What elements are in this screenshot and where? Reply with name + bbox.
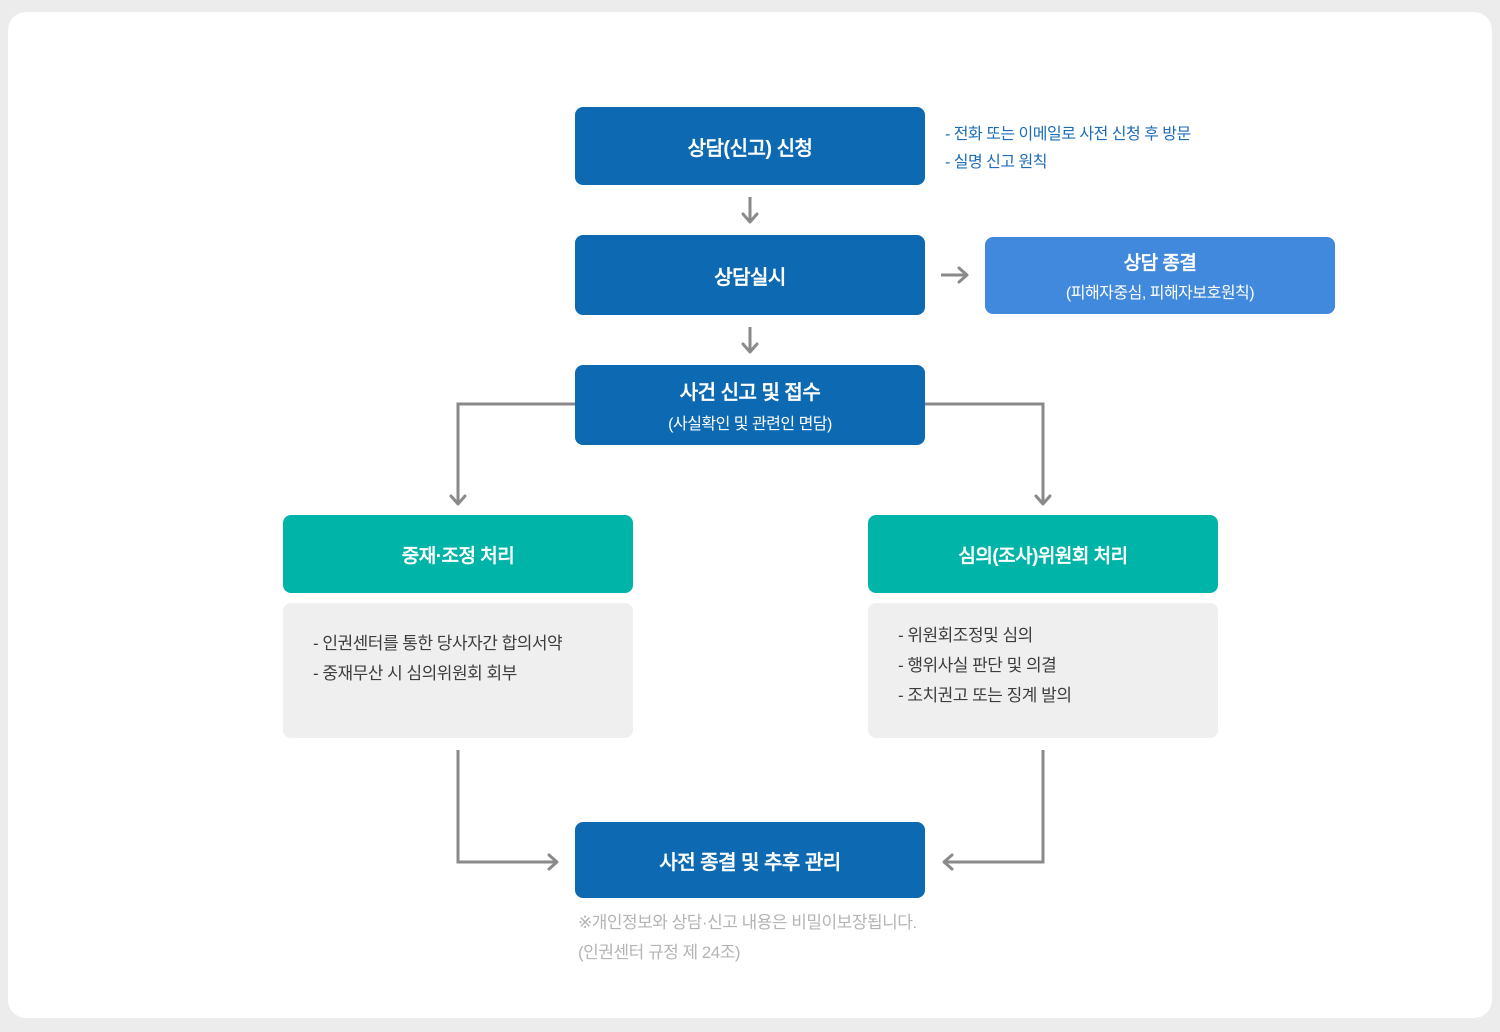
consult-close-box: 상담 종결 (피해자중심, 피해자보호원칙)	[985, 237, 1335, 314]
committee-detail-line: - 조치권고 또는 징계 발의	[898, 686, 1072, 705]
mediation-box: 중재·조정 처리	[283, 515, 633, 593]
footnote: ※개인정보와 상담·신고 내용은 비밀이보장됩니다. (인권센터 규정 제 24…	[578, 908, 917, 968]
apply-note-line: - 실명 신고 원칙	[945, 154, 1047, 171]
mediation-title: 중재·조정 처리	[401, 545, 515, 567]
committee-detail-line: - 위원회조정및 심의	[898, 626, 1033, 645]
footnote-line: (인권센터 규정 제 24조)	[578, 943, 741, 962]
committee-box: 심의(조사)위원회 처리	[868, 515, 1218, 593]
committee-title: 심의(조사)위원회 처리	[958, 545, 1128, 567]
step-apply-title: 상담(신고) 신청	[687, 137, 813, 160]
step-conduct-title: 상담실시	[714, 266, 786, 289]
final-box: 사전 종결 및 추후 관리	[575, 822, 925, 898]
step-apply-box: 상담(신고) 신청	[575, 107, 925, 185]
committee-detail-line: - 행위사실 판단 및 의결	[898, 656, 1057, 675]
step-report-subtitle: (사실확인 및 관련인 면담)	[668, 416, 832, 433]
mediation-detail-line: - 중재무산 시 심의위원회 회부	[313, 664, 517, 683]
committee-details-box: - 위원회조정및 심의 - 행위사실 판단 및 의결 - 조치권고 또는 징계 …	[868, 603, 1218, 738]
footnote-line: ※개인정보와 상담·신고 내용은 비밀이보장됩니다.	[578, 913, 917, 932]
final-title: 사전 종결 및 추후 관리	[659, 851, 841, 874]
mediation-details-box: - 인권센터를 통한 당사자간 합의서약 - 중재무산 시 심의위원회 회부	[283, 603, 633, 738]
step-report-title: 사건 신고 및 접수	[679, 382, 821, 404]
apply-note-line: - 전화 또는 이메일로 사전 신청 후 방문	[945, 126, 1191, 143]
step-conduct-box: 상담실시	[575, 235, 925, 315]
step-report-box: 사건 신고 및 접수 (사실확인 및 관련인 면담)	[575, 365, 925, 445]
apply-side-notes: - 전화 또는 이메일로 사전 신청 후 방문 - 실명 신고 원칙	[945, 121, 1191, 177]
consult-close-title: 상담 종결	[1123, 253, 1197, 274]
mediation-detail-line: - 인권센터를 통한 당사자간 합의서약	[313, 634, 563, 653]
consult-close-subtitle: (피해자중심, 피해자보호원칙)	[1065, 285, 1255, 302]
